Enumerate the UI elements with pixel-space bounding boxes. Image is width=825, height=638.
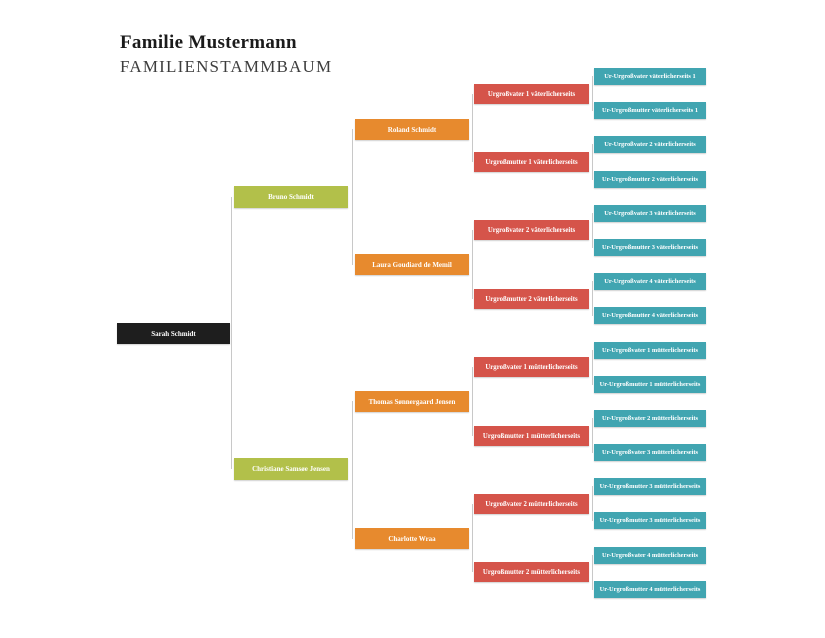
person-node-great-great-grandparent[interactable]: Ur-Urgroßvater väterlicherseits 1 xyxy=(594,68,706,85)
person-node-great-great-grandparent[interactable]: Ur-Urgroßmutter 1 mütterlicherseits xyxy=(594,376,706,393)
connector-line xyxy=(472,94,473,162)
person-node-grandparent[interactable]: Charlotte Wraa xyxy=(355,528,469,549)
person-node-great-grandparent[interactable]: Urgroßvater 2 mütterlicherseits xyxy=(474,494,589,514)
person-node-great-grandparent[interactable]: Urgroßmutter 2 väterlicherseits xyxy=(474,289,589,309)
connector-line xyxy=(592,350,593,385)
connector-line xyxy=(472,230,473,299)
page-title: Familie Mustermann xyxy=(120,32,297,53)
connector-line xyxy=(592,213,593,248)
person-node-grandparent[interactable]: Thomas Sønnergaard Jensen xyxy=(355,391,469,412)
person-node-great-great-grandparent[interactable]: Ur-Urgroßmutter 4 väterlicherseits xyxy=(594,307,706,324)
connector-line xyxy=(472,504,473,572)
person-node-great-great-grandparent[interactable]: Ur-Urgroßvater 3 väterlicherseits xyxy=(594,205,706,222)
person-node-great-grandparent[interactable]: Urgroßmutter 1 mütterlicherseits xyxy=(474,426,589,446)
person-node-great-grandparent[interactable]: Urgroßvater 1 väterlicherseits xyxy=(474,84,589,104)
person-node-great-great-grandparent[interactable]: Ur-Urgroßmutter 3 väterlicherseits xyxy=(594,239,706,256)
connector-line xyxy=(592,555,593,590)
connector-line xyxy=(592,418,593,453)
person-node-great-great-grandparent[interactable]: Ur-Urgroßmutter 3 mütterlicherseits xyxy=(594,478,706,495)
connector-line xyxy=(352,129,353,265)
person-node-mother[interactable]: Christiane Samsøe Jensen xyxy=(234,458,348,480)
connector-line xyxy=(592,144,593,180)
person-node-great-great-grandparent[interactable]: Ur-Urgroßmutter 3 mütterlicherseits xyxy=(594,512,706,529)
connector-line xyxy=(592,76,593,111)
person-node-grandparent[interactable]: Roland Schmidt xyxy=(355,119,469,140)
person-node-great-great-grandparent[interactable]: Ur-Urgroßvater 4 väterlicherseits xyxy=(594,273,706,290)
person-node-great-great-grandparent[interactable]: Ur-Urgroßvater 4 mütterlicherseits xyxy=(594,547,706,564)
person-node-great-great-grandparent[interactable]: Ur-Urgroßvater 1 mütterlicherseits xyxy=(594,342,706,359)
person-node-great-grandparent[interactable]: Urgroßvater 2 väterlicherseits xyxy=(474,220,589,240)
person-node-great-great-grandparent[interactable]: Ur-Urgroßmutter 4 mütterlicherseits xyxy=(594,581,706,598)
person-node-great-great-grandparent[interactable]: Ur-Urgroßvater 2 mütterlicherseits xyxy=(594,410,706,427)
person-node-grandparent[interactable]: Laura Goudiard de Memil xyxy=(355,254,469,275)
connector-line xyxy=(592,486,593,521)
connector-line xyxy=(231,197,232,469)
person-node-father[interactable]: Bruno Schmidt xyxy=(234,186,348,208)
person-node-great-grandparent[interactable]: Urgroßvater 1 mütterlicherseits xyxy=(474,357,589,377)
person-node-great-grandparent[interactable]: Urgroßmutter 1 väterlicherseits xyxy=(474,152,589,172)
connector-line xyxy=(472,367,473,436)
page-subtitle: FAMILIENSTAMMBAUM xyxy=(120,57,333,76)
person-node-root[interactable]: Sarah Schmidt xyxy=(117,323,230,344)
person-node-great-great-grandparent[interactable]: Ur-Urgroßmutter väterlicherseits 1 xyxy=(594,102,706,119)
person-node-great-great-grandparent[interactable]: Ur-Urgroßvater 3 mütterlicherseits xyxy=(594,444,706,461)
person-node-great-great-grandparent[interactable]: Ur-Urgroßvater 2 väterlicherseits xyxy=(594,136,706,153)
person-node-great-great-grandparent[interactable]: Ur-Urgroßmutter 2 väterlicherseits xyxy=(594,171,706,188)
person-node-great-grandparent[interactable]: Urgroßmutter 2 mütterlicherseits xyxy=(474,562,589,582)
connector-line xyxy=(352,401,353,539)
connector-line xyxy=(592,281,593,316)
